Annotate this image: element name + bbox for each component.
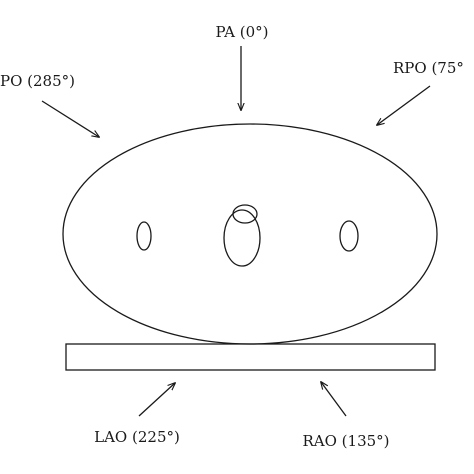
label-rpo: RPO (75° xyxy=(393,59,464,77)
label-lao: LAO (225°) xyxy=(94,428,180,446)
right-kidney xyxy=(339,220,359,252)
label-lpo: PO (285°) xyxy=(0,72,75,90)
label-pa: PA (0°) xyxy=(215,23,268,41)
arrow-lpo xyxy=(41,100,99,137)
arrow-lao xyxy=(138,383,175,417)
left-kidney xyxy=(136,221,152,251)
arrow-rpo xyxy=(377,85,431,125)
vertebral-body xyxy=(223,209,261,267)
spinal-canal xyxy=(232,204,258,224)
label-rao: RAO (135°) xyxy=(302,432,389,450)
table xyxy=(65,343,436,371)
arrow-rao xyxy=(321,382,347,417)
body-outline xyxy=(62,123,438,345)
